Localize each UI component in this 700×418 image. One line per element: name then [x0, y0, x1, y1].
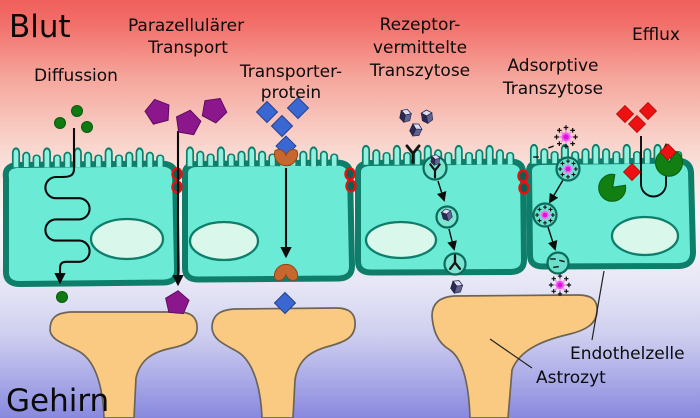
endothelzelle-pointer-line [591, 270, 605, 341]
microvillus-icon [247, 146, 257, 168]
microvillus-icon [392, 144, 402, 166]
transcytosis-arrow-2 [447, 228, 457, 251]
microvillus-icon [125, 151, 134, 168]
microvillus-icon [540, 148, 549, 165]
microvillus-icon [550, 150, 559, 165]
cell-nuclei [89, 215, 680, 262]
label-endothelial-cell: Endothelzelle [570, 344, 685, 364]
astrozyt-pointer-line [489, 338, 533, 369]
nucleus [89, 217, 165, 261]
label-efflux: Efflux [632, 25, 680, 45]
label-astrocyte: Astrozyt [536, 368, 606, 388]
microvillus-icon [382, 151, 391, 166]
tight-junction-icon [345, 179, 357, 193]
microvillus-icon [581, 148, 590, 165]
receptor-section [398, 107, 467, 296]
microvillus-icon [591, 143, 601, 165]
label-blood-region: Blut [9, 9, 71, 45]
microvillus-icon [643, 148, 652, 165]
diffusion-molecule-icon [54, 117, 66, 129]
microvillus-icon [84, 151, 93, 168]
microvillus-icon [145, 151, 154, 168]
microvillus-icon [464, 151, 474, 166]
microvillus-icon [237, 150, 246, 167]
microvillus-icon [104, 147, 114, 169]
label-paracellular-line1: Parazellulärer [128, 16, 244, 36]
efflux-route-arrow [640, 136, 672, 198]
label-receptor-line1: Rezeptor- [380, 15, 461, 35]
microvillus-icon [94, 154, 103, 168]
microvillus-icon [475, 149, 484, 166]
nucleus [364, 220, 438, 260]
microvillus-icon [216, 146, 226, 168]
label-transporter-line2: protein [261, 83, 321, 103]
microvillus-icon [361, 144, 371, 166]
microvillus-icon [319, 150, 328, 167]
microvillus-icon [196, 150, 205, 167]
microvillus-icon [372, 149, 381, 166]
label-adsorptive-line1: Adsorptive [507, 56, 598, 76]
microvillus-icon [309, 146, 318, 168]
label-receptor-line2: vermittelte [373, 38, 467, 58]
microvillus-icon [485, 144, 494, 166]
microvillus-icon [32, 154, 41, 168]
microvillus-icon [622, 143, 632, 165]
microvillus-icon [330, 153, 339, 167]
microvillus-icon [42, 147, 52, 169]
adsorptive-section [532, 125, 581, 296]
tight-junction-icon [344, 167, 356, 181]
transcytosis-arrow-1 [436, 180, 447, 202]
microvillus-icon [63, 151, 72, 168]
label-diffusion: Diffussion [34, 66, 118, 86]
microvillus-icon [495, 149, 504, 166]
tight-junction-icon [517, 169, 529, 183]
label-paracellular-line2: Transport [147, 38, 228, 58]
microvillus-icon [632, 150, 642, 165]
microvillus-icon [506, 151, 515, 166]
microvillus-icon [11, 147, 21, 169]
vesicle-minus-icon [552, 265, 560, 269]
diffusion-molecule-icon [71, 105, 83, 117]
diffusion-molecule-icon [81, 121, 93, 133]
microvillus-icon [227, 153, 236, 167]
adsorptive-arrow-1 [549, 179, 564, 204]
microvillus-icon [299, 150, 308, 167]
label-adsorptive-line2: Transzytose [502, 79, 603, 99]
astrocyte-1 [49, 311, 198, 418]
vesicle [546, 251, 570, 275]
nucleus [188, 220, 260, 262]
astrocyte-2 [211, 307, 356, 418]
nucleus [610, 215, 680, 257]
microvillus-icon [185, 146, 195, 168]
microvillus-icon [73, 147, 83, 169]
microvillus-icon [53, 154, 62, 168]
microvillus-icon [403, 151, 412, 166]
microvillus-icon [529, 143, 539, 165]
microvillus-icon [454, 144, 464, 166]
adsorptive-arrow-2 [547, 226, 558, 251]
microvillus-icon [602, 148, 611, 165]
microvillus-icon [22, 151, 31, 168]
microvillus-icon [612, 150, 621, 165]
microvillus-icon [206, 153, 215, 167]
tight-junction-icon [518, 181, 530, 195]
label-brain-region: Gehirn [6, 383, 109, 418]
diffusion-molecules [54, 105, 93, 303]
label-receptor-line3: Transzytose [369, 61, 470, 81]
endothelial-cell-2 [182, 159, 355, 283]
diffusion-route-arrow [44, 128, 91, 285]
microvillus-icon [156, 154, 165, 168]
microvillus-icon [114, 154, 124, 168]
diffusion-molecule-icon [56, 291, 68, 303]
microvillus-icon [135, 147, 144, 169]
microvillus-icon [258, 150, 267, 167]
label-transporter-line1: Transporter- [239, 62, 342, 82]
